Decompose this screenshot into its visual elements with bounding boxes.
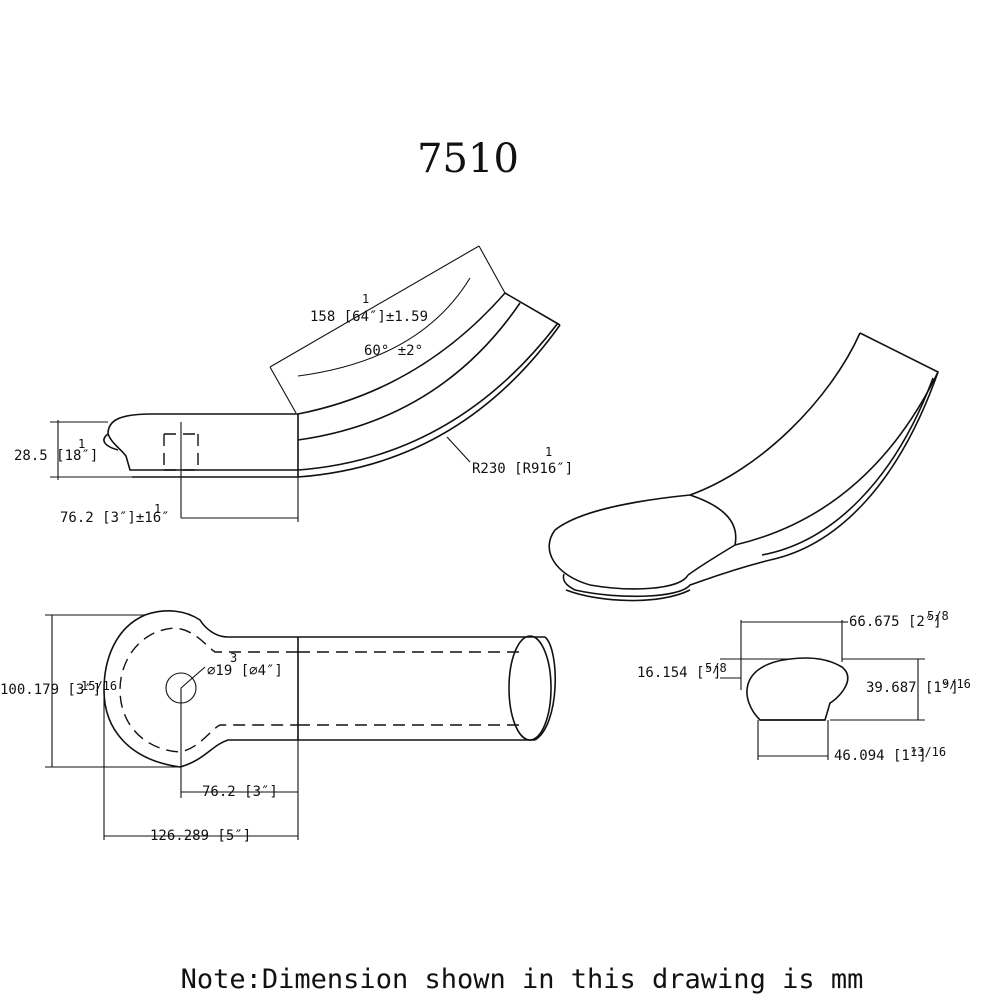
length-fraction-top: 1	[154, 502, 161, 516]
overall-length-label: 126.289 [5″]	[150, 828, 251, 844]
section-height-label: 39.687 [1″]	[866, 680, 959, 696]
units-note: Note:Dimension shown in this drawing is …	[181, 964, 864, 995]
side-view: 1 158 [64″]±1.59 60° ±2° 1 R230 [R916″] …	[14, 245, 573, 526]
top-view: 3 ⌀19 [⌀4″] 100.179 [3″] 15/16 76.2 [3″]…	[0, 610, 557, 844]
bottom-width-label: 46.094 [1″]	[834, 748, 927, 764]
width-label: 100.179 [3″]	[0, 682, 101, 698]
length-label: 76.2 [3″]±16″	[60, 510, 170, 526]
lip-label: 16.154 [″]	[637, 665, 721, 681]
arc-length-label: 158 [64″]±1.59	[310, 309, 428, 325]
section-height-fraction: 9/16	[942, 677, 971, 691]
width-fraction: 15/16	[81, 679, 117, 693]
center-length-label: 76.2 [3″]	[202, 784, 278, 800]
radius-fraction-top: 1	[545, 445, 552, 459]
hole-label: ⌀19 [⌀4″]	[207, 663, 283, 679]
isometric-view	[548, 332, 940, 602]
drawing-title: 7510	[417, 136, 519, 182]
angle-label: 60° ±2°	[364, 343, 423, 359]
height-fraction-top: 1	[78, 437, 85, 451]
bottom-width-fraction: 13/16	[910, 745, 946, 759]
top-width-label: 66.675 [2″]	[849, 614, 942, 630]
hole-fraction-top: 3	[230, 651, 237, 665]
lip-fraction: 5/8	[705, 661, 727, 675]
height-label: 28.5 [18″]	[14, 448, 98, 464]
section-view: 66.675 [2″] 5/8 16.154 [″] 5/8 39.687 [1…	[637, 609, 971, 764]
top-width-fraction: 5/8	[927, 609, 949, 623]
arc-length-fraction-top: 1	[362, 292, 369, 306]
radius-label: R230 [R916″]	[472, 461, 573, 477]
